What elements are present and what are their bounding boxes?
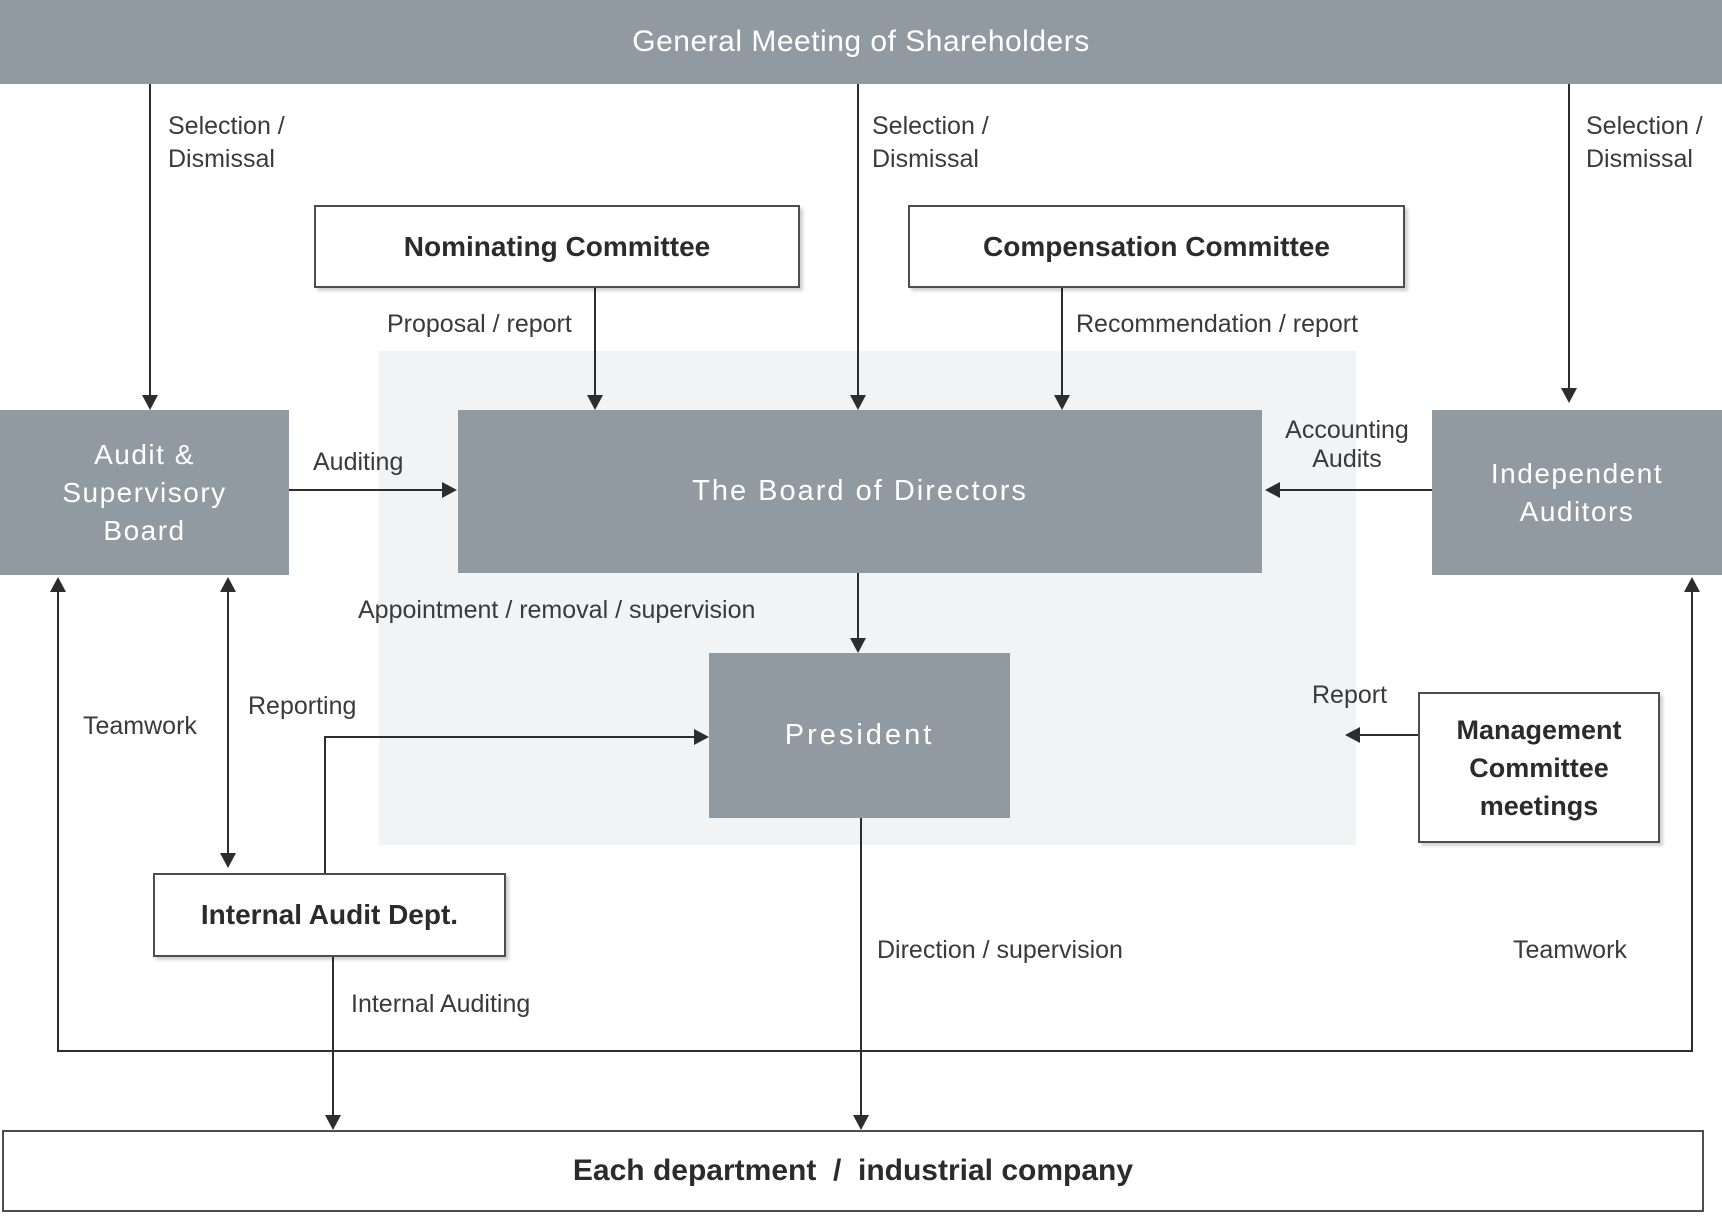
label-line: Selection / bbox=[872, 112, 989, 140]
arrow-accounting-audits bbox=[1280, 489, 1432, 491]
arrowhead bbox=[1684, 577, 1700, 592]
label-line: Dismissal bbox=[872, 145, 979, 173]
label-line: Audits bbox=[1312, 445, 1382, 473]
label-line: Dismissal bbox=[1586, 145, 1693, 173]
node-label-line: Supervisory bbox=[62, 476, 227, 508]
arrowhead bbox=[1561, 388, 1577, 403]
node-internal-audit-dept: Internal Audit Dept. bbox=[153, 873, 506, 957]
node-each-department: Each department / industrial company bbox=[2, 1130, 1704, 1212]
arrowhead bbox=[1265, 482, 1280, 498]
node-president: President bbox=[709, 653, 1010, 818]
arrow-proposal-report bbox=[594, 288, 596, 396]
arrowhead bbox=[850, 638, 866, 653]
arrow-selection-right bbox=[1568, 84, 1570, 389]
arrowhead bbox=[50, 577, 66, 592]
arrowhead bbox=[442, 482, 457, 498]
label-line: Dismissal bbox=[168, 145, 275, 173]
arrowhead bbox=[850, 395, 866, 410]
node-label: Nominating Committee bbox=[403, 230, 711, 262]
label-selection-dismissal-center: Selection / Dismissal bbox=[872, 110, 989, 176]
node-label: Each department / industrial company bbox=[572, 1154, 1134, 1187]
node-label-line: Auditors bbox=[1519, 495, 1635, 527]
label-line: Accounting bbox=[1285, 416, 1409, 444]
label-direction-supervision: Direction / supervision bbox=[877, 936, 1123, 964]
arrow-internal-auditing bbox=[332, 957, 334, 1117]
arrow-appointment bbox=[857, 573, 859, 639]
node-label: President bbox=[784, 719, 935, 751]
arrow-reporting-horizontal bbox=[324, 736, 695, 738]
label-appointment-removal-supervision: Appointment / removal / supervision bbox=[358, 596, 756, 624]
node-label-line: Management bbox=[1456, 714, 1622, 745]
label-line: Selection / bbox=[1586, 112, 1703, 140]
label-teamwork-right: Teamwork bbox=[1513, 936, 1627, 964]
arrowhead bbox=[220, 577, 236, 592]
label-report: Report bbox=[1312, 681, 1388, 709]
connector-teamwork-right bbox=[1691, 588, 1693, 1052]
label-accounting-audits: Accounting Audits bbox=[1262, 416, 1432, 474]
title-bar-label: General Meeting of Shareholders bbox=[632, 25, 1090, 58]
node-label-line: Committee bbox=[1469, 752, 1609, 783]
node-compensation-committee: Compensation Committee bbox=[908, 205, 1405, 288]
node-audit-supervisory-board: Audit & Supervisory Board bbox=[0, 410, 289, 575]
arrow-reporting-vertical bbox=[324, 736, 326, 873]
arrow-direction-supervision bbox=[860, 818, 862, 1117]
arrow-selection-center bbox=[857, 84, 859, 396]
node-management-committee-meetings: Management Committee meetings bbox=[1418, 692, 1660, 843]
label-selection-dismissal-right: Selection / Dismissal bbox=[1586, 110, 1703, 176]
label-line: Selection / bbox=[168, 112, 285, 140]
node-independent-auditors: Independent Auditors bbox=[1432, 410, 1722, 575]
title-bar-general-meeting: General Meeting of Shareholders bbox=[0, 0, 1722, 84]
arrowhead bbox=[1054, 395, 1070, 410]
node-label-line: Audit & bbox=[94, 438, 195, 470]
arrow-auditing bbox=[289, 489, 443, 491]
label-proposal-report: Proposal / report bbox=[387, 310, 572, 338]
arrow-recommendation-report bbox=[1061, 288, 1063, 396]
arrowhead bbox=[853, 1115, 869, 1130]
arrowhead bbox=[587, 395, 603, 410]
node-board-of-directors: The Board of Directors bbox=[458, 410, 1262, 573]
arrow-report bbox=[1360, 734, 1418, 736]
arrowhead bbox=[220, 853, 236, 868]
node-nominating-committee: Nominating Committee bbox=[314, 205, 800, 288]
node-label-line: meetings bbox=[1479, 790, 1599, 821]
node-label: The Board of Directors bbox=[692, 475, 1028, 507]
label-recommendation-report: Recommendation / report bbox=[1076, 310, 1359, 338]
label-reporting: Reporting bbox=[248, 692, 357, 720]
label-teamwork-left: Teamwork bbox=[83, 712, 197, 740]
label-auditing: Auditing bbox=[313, 448, 404, 476]
arrowhead bbox=[325, 1115, 341, 1130]
connector-teamwork-bottom bbox=[57, 1050, 1693, 1052]
arrow-selection-left bbox=[149, 84, 151, 396]
arrowhead bbox=[694, 729, 709, 745]
node-label-line: Independent bbox=[1490, 457, 1664, 489]
arrowhead bbox=[142, 395, 158, 410]
label-internal-auditing: Internal Auditing bbox=[351, 990, 531, 1018]
label-selection-dismissal-left: Selection / Dismissal bbox=[168, 110, 285, 176]
arrowhead bbox=[1345, 727, 1360, 743]
node-label: Compensation Committee bbox=[983, 230, 1330, 262]
node-label-line: Board bbox=[103, 514, 186, 546]
connector-audit-internal bbox=[227, 588, 229, 854]
node-label: Internal Audit Dept. bbox=[200, 899, 459, 930]
connector-teamwork-left bbox=[57, 588, 59, 1052]
